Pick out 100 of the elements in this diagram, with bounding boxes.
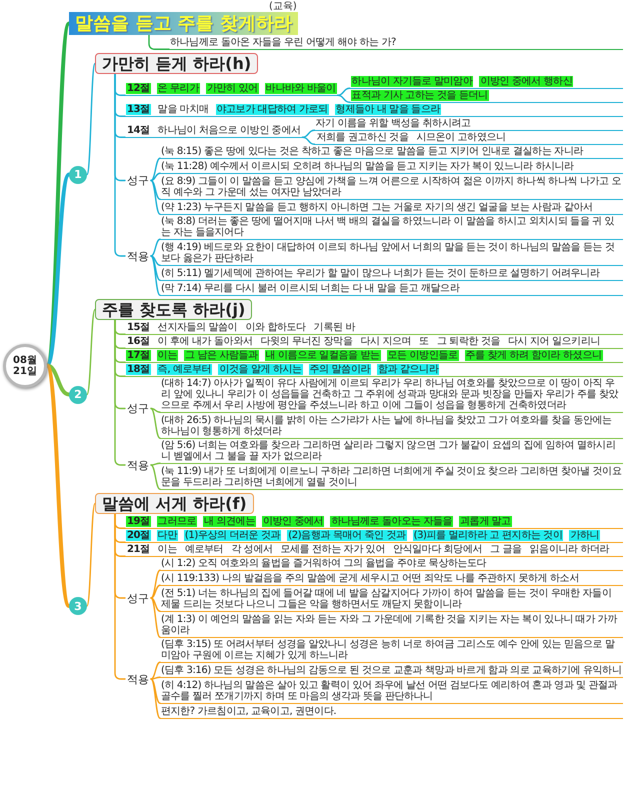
phrase-text: 각 성에서	[230, 544, 274, 555]
phrase-text: 다시 지으며	[359, 336, 412, 347]
highlighted-phrase: 18절	[126, 364, 151, 375]
verse-text: (요 8:9) 그들이 이 말씀을 듣고 양심에 가책을 느껴 어른으로 시작하여 젊은 이까지 하나씩 하나씩 나가고 오직 예수와 그 가운데 섰는 여자만 남았더라	[160, 176, 623, 200]
branch-line	[150, 238, 161, 257]
highlighted-phrase: 야고보가 대답하여 가로되	[216, 104, 329, 115]
branch-line	[150, 255, 161, 281]
branch-line	[150, 180, 161, 200]
phrase-row	[125, 364, 623, 377]
verse-text: (딤후 3:15) 또 어려서부터 성경을 알았나니 성경은 능히 너로 하여금 그리스도 예수 안에 있는 믿음으로 말미암아 구원에 이르는 지혜가 있게 하느니라	[160, 639, 623, 663]
phrase-text: 14절	[126, 125, 151, 136]
highlighted-phrase: 주를 찾게 하려 함이라 하셨으니	[464, 350, 603, 361]
branch-line	[150, 678, 161, 719]
phrase-text: 이 후에 내가 돌아와서	[156, 336, 254, 347]
phrase-text: 예로부터	[184, 544, 224, 555]
category-label: 성구	[125, 592, 151, 604]
highlighted-phrase: 모든 이방인들로	[386, 350, 459, 361]
highlighted-phrase: 12절	[126, 83, 151, 94]
branch-line	[150, 678, 161, 704]
branch-line	[150, 158, 161, 182]
verse-text: (히 4:12) 하나님의 말씀은 살아 있고 활력이 있어 좌우에 날선 어떤 검보다도 예리하여 혼과 영과 및 관절과 골수를 찔러 쪼개기까지 하며 또 마음의 생각과 뜻을 판단하나니	[160, 680, 623, 704]
phrase-text: 모세를 전하는 자가 있어	[280, 544, 386, 555]
highlighted-phrase: 17절	[126, 350, 151, 361]
verse-text: (시 1:2) 오직 여호와의 율법을 즐거워하여 그의 율법을 주야로 묵상하는도다	[160, 558, 623, 571]
verse-text: (딤후 3:16) 모든 성경은 하나님의 감동으로 된 것으로 교훈과 책망과 바르게 함과 의로 교육하기에 유익하니	[160, 665, 623, 678]
title-banner: 말씀을 듣고 주를 찾게하라	[69, 12, 298, 35]
verse-text: 편지한? 가르침이고, 교육이고, 권면이다.	[160, 706, 623, 719]
highlighted-phrase: 그러므로	[156, 516, 198, 527]
highlighted-phrase: 20절	[126, 530, 151, 541]
branch-line	[302, 136, 316, 145]
verse-text: (눅 8:15) 좋은 땅에 있다는 것은 착하고 좋은 마음으로 말씀을 듣고 지키어 인내로 결실하는 자니라	[160, 146, 623, 159]
phrase-text: 16절	[126, 336, 151, 347]
highlighted-phrase: 함과 같으니라	[377, 364, 440, 375]
highlighted-phrase: 괴롭게 말고	[459, 516, 512, 527]
phrase-text: 읽음이니라 하더라	[528, 544, 610, 555]
highlighted-phrase: 13절	[126, 104, 151, 115]
phrase-text: 이는	[156, 544, 178, 555]
phrase-text: 21절	[126, 544, 151, 555]
highlighted-phrase: 이는	[156, 350, 178, 361]
highlighted-phrase: 주의 말씀이라	[308, 364, 372, 375]
phrase-text: 하나님께로 돌아온 자들을 우린 어떻게 해야 하는 가?	[169, 37, 623, 50]
branch-line	[150, 597, 161, 638]
category-label: 성구	[125, 402, 151, 415]
branch-line	[336, 94, 350, 103]
branch-line	[45, 364, 71, 396]
phrase-row	[125, 530, 623, 543]
phrase-text: 그 퇴락한 것을	[436, 336, 501, 347]
branch-line	[150, 255, 161, 266]
branch-line	[150, 408, 161, 413]
verse-text: (암 5:6) 너희는 여호와를 찾으라 그리하면 살리라 그렇지 않으면 그가 불같이 요셉의 집에 임하여 멸하시리니 벧엘에서 그 불을 끌 자가 없으리라	[160, 440, 623, 464]
phrase-row	[125, 322, 623, 335]
verse-text: (눅 8:8) 더러는 좋은 땅에 떨어지매 나서 백 배의 결실을 하였느니라 이 말씀을 하시고 외치시되 들을 귀 있는 자는 들을지어다	[160, 216, 623, 240]
branch-line	[150, 570, 161, 599]
highlighted-phrase: (1)우상의 더러운 것과	[184, 530, 282, 541]
branch-line	[302, 130, 316, 138]
verse-text: (히 5:11) 멜기세덱에 관하여는 우리가 할 말이 많으나 너희가 듣는 것이 둔하므로 설명하기 어려우니라	[160, 268, 623, 281]
highlighted-phrase: 다만	[156, 530, 178, 541]
branch-line	[150, 255, 161, 296]
phrase-text: 안식일마다 회당에서	[392, 544, 484, 555]
phrase-text: 다윗의 무너진 장막을	[259, 336, 354, 347]
verse-text: (전 5:1) 너는 하나님의 집에 들어갈 때에 네 발을 삼갈지어다 가까이 하여 말씀을 듣는 것이 우매한 자들이 제물 드리는 것보다 나으니 그들은 악을 행하면서도 깨닫지 못함이니라	[160, 588, 623, 612]
highlighted-phrase: 바나바와 바울이	[264, 83, 337, 94]
verse-text: (시 119:133) 나의 발걸음을 주의 말씀에 굳게 세우시고 어떤 죄악도 나를 주관하지 못하게 하소서	[160, 573, 623, 586]
highlighted-phrase: 하나님이 자기들로 말미암아	[350, 76, 474, 87]
phrase-text: 기록된 바	[312, 322, 356, 333]
phrase-text: 자기 이름을 위할 백성을 취하시려고	[314, 118, 623, 131]
phrase-text: 선지자들의 말씀이	[156, 322, 238, 333]
phrase-text: 다시 지어 일으키리니	[507, 336, 601, 347]
branch-line	[150, 180, 161, 215]
verse-text: (눅 11:9) 내가 또 너희에게 이르노니 구하라 그리하면 너희에게 주실 것이요 찾으라 그리하면 찾아낼 것이요 문을 두드리라 그리하면 너희에게 열릴 것이니	[160, 466, 623, 490]
category-label: 적용	[125, 672, 151, 686]
highlighted-phrase: 형제들아 내 말을 들으라	[334, 104, 442, 115]
highlighted-phrase: 이것을 알게 하시는	[218, 364, 303, 375]
highlighted-phrase: 온 무리가	[156, 83, 200, 94]
highlighted-phrase: 가만히 있어	[206, 83, 259, 94]
branch-line	[148, 34, 170, 50]
phrase-row	[125, 83, 338, 96]
verse-text: (행 4:19) 베드로와 요한이 대답하여 이르되 하나님 앞에서 너희의 말을 듣는 것이 하나님의 말씀을 듣는 것보다 옳은가 판단하라	[160, 242, 623, 266]
branch-line	[86, 62, 96, 176]
number-badge: 3	[69, 597, 87, 615]
topic-heading: 주를 찾도록 하라(j)	[95, 299, 252, 320]
branch-line	[150, 462, 161, 466]
phrase-row	[125, 125, 302, 138]
highlighted-phrase: 즉, 예로부터	[156, 364, 212, 375]
branch-line	[150, 464, 161, 490]
category-label: 성구	[125, 174, 151, 187]
highlighted-phrase: 내 의견에는	[203, 516, 256, 527]
phrase-text: 말을 마치매	[156, 104, 210, 115]
branch-line	[150, 662, 161, 680]
phrase-row	[314, 132, 623, 145]
branch-line	[150, 676, 161, 680]
verse-text: (대하 26:5) 하나님의 묵시를 밝히 아는 스가랴가 사는 날에 하나님을 찾았고 그가 여호와를 찾을 동안에는 하나님이 형통하게 하셨더라	[160, 415, 623, 439]
branch-line	[45, 364, 71, 608]
branch-line	[150, 584, 161, 599]
highlighted-phrase: 표적과 기사 고하는 것을 듣더니	[350, 90, 489, 101]
phrase-row	[125, 336, 623, 349]
phrase-row	[350, 76, 623, 89]
phrase-row	[350, 90, 623, 103]
branch-line	[86, 308, 96, 396]
category-label: 적용	[125, 250, 151, 262]
